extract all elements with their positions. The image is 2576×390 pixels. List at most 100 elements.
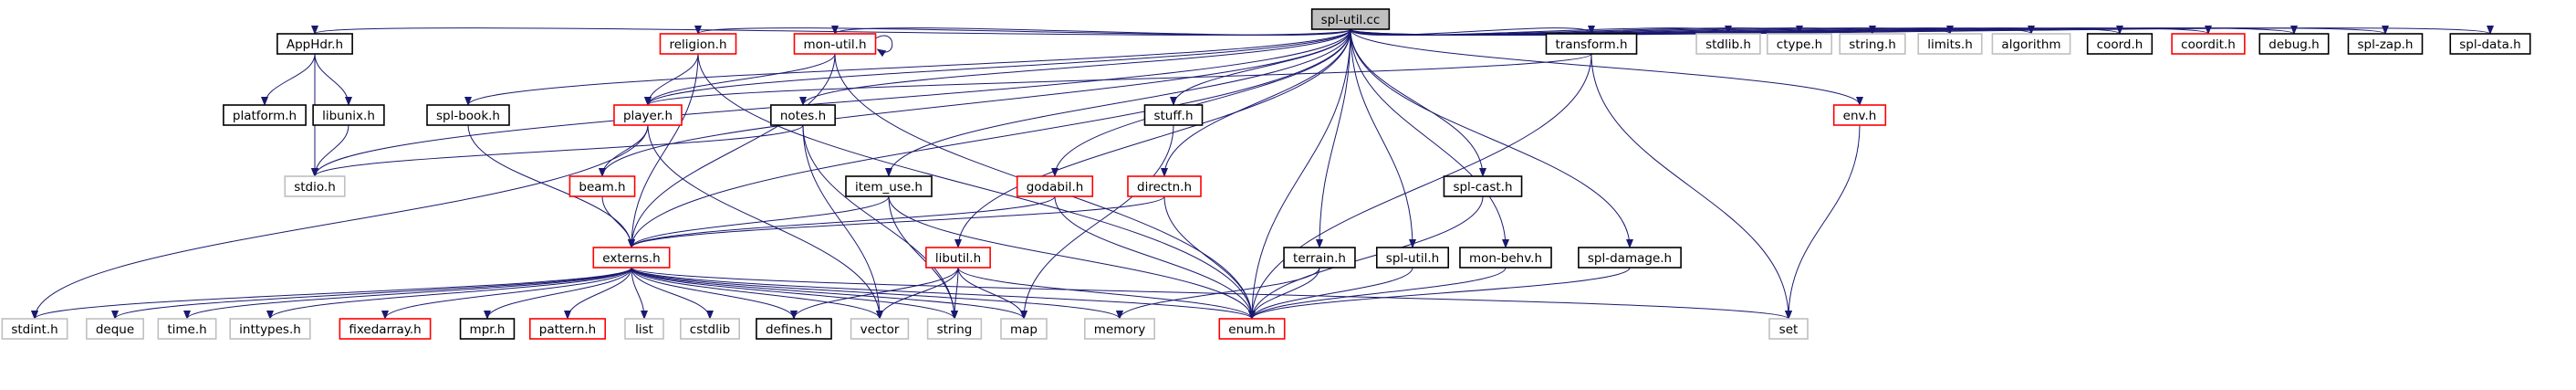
node-label: string.h xyxy=(1849,37,1896,52)
node-itemuse[interactable]: item_use.h xyxy=(845,175,933,197)
node-godabil[interactable]: godabil.h xyxy=(1016,175,1094,197)
node-directn[interactable]: directn.h xyxy=(1127,175,1202,197)
node-externs[interactable]: externs.h xyxy=(592,247,671,269)
node-memory[interactable]: memory xyxy=(1083,318,1156,340)
node-inttypes[interactable]: inttypes.h xyxy=(229,318,311,340)
node-set[interactable]: set xyxy=(1768,318,1809,340)
node-enum[interactable]: enum.h xyxy=(1218,318,1286,340)
node-label: notes.h xyxy=(780,109,826,123)
node-splbook[interactable]: spl-book.h xyxy=(426,104,510,126)
node-box xyxy=(1218,318,1286,340)
node-label: religion.h xyxy=(669,37,726,52)
node-deque[interactable]: deque xyxy=(86,318,144,340)
edge-transform-to-enum xyxy=(1248,53,1592,320)
node-label: godabil.h xyxy=(1027,180,1084,195)
node-limits[interactable]: limits.h xyxy=(1917,33,1983,55)
node-stdlib[interactable]: stdlib.h xyxy=(1695,33,1761,55)
node-list[interactable]: list xyxy=(624,318,664,340)
node-label: spl-damage.h xyxy=(1588,251,1672,266)
edge-externs-to-vector xyxy=(631,267,883,320)
node-string[interactable]: string xyxy=(926,318,983,340)
node-label: enum.h xyxy=(1228,322,1275,337)
node-fixedarray[interactable]: fixedarray.h xyxy=(339,318,432,340)
edge-monutil-to-externs xyxy=(628,53,836,248)
node-label: libunix.h xyxy=(322,109,375,123)
node-label: set xyxy=(1779,322,1799,337)
node-monbehv[interactable]: mon-behv.h xyxy=(1459,247,1552,269)
node-label: mon-behv.h xyxy=(1469,251,1542,266)
node-cstdlib[interactable]: cstdlib xyxy=(680,318,740,340)
edge-notes-to-stdio xyxy=(311,124,804,177)
node-splzap[interactable]: spl-zap.h xyxy=(2347,33,2424,55)
node-spldamage[interactable]: spl-damage.h xyxy=(1578,247,1682,269)
edge-root-to-monutil xyxy=(831,25,1351,36)
edges-layer xyxy=(31,25,2494,320)
node-box xyxy=(157,318,217,340)
node-box xyxy=(312,104,385,126)
node-box xyxy=(1768,318,1809,340)
edge-root-to-beam xyxy=(599,28,1351,177)
node-label: spl-util.cc xyxy=(1321,13,1381,27)
node-box xyxy=(229,318,311,340)
node-box xyxy=(1991,33,2071,55)
node-transform[interactable]: transform.h xyxy=(1545,33,1638,55)
node-splutil[interactable]: spl-util.h xyxy=(1375,247,1450,269)
node-box xyxy=(1143,104,1204,126)
node-coordit[interactable]: coordit.h xyxy=(2171,33,2246,55)
node-beam[interactable]: beam.h xyxy=(568,175,636,197)
node-box xyxy=(680,318,740,340)
node-box xyxy=(2258,33,2330,55)
node-box xyxy=(1839,33,1906,55)
node-label: spl-cast.h xyxy=(1453,180,1512,195)
node-algorithm[interactable]: algorithm xyxy=(1991,33,2071,55)
node-label: spl-book.h xyxy=(436,109,500,123)
node-box xyxy=(2347,33,2424,55)
edge-externs-to-stdint xyxy=(31,267,632,320)
node-stdio[interactable]: stdio.h xyxy=(284,175,346,197)
node-root[interactable]: spl-util.cc xyxy=(1310,8,1391,30)
node-spldata[interactable]: spl-data.h xyxy=(2449,33,2531,55)
node-label: item_use.h xyxy=(855,180,923,195)
node-apphdr[interactable]: AppHdr.h xyxy=(276,33,353,55)
node-platform[interactable]: platform.h xyxy=(223,104,307,126)
node-env[interactable]: env.h xyxy=(1832,104,1887,126)
node-label: player.h xyxy=(623,109,673,123)
node-label: map xyxy=(1010,322,1038,337)
node-ctype[interactable]: ctype.h xyxy=(1766,33,1833,55)
node-stuff[interactable]: stuff.h xyxy=(1143,104,1204,126)
edge-externs-to-cstdlib xyxy=(631,267,714,320)
node-pattern[interactable]: pattern.h xyxy=(528,318,607,340)
node-coord[interactable]: coord.h xyxy=(2086,33,2154,55)
edge-root-to-transform xyxy=(1350,25,1595,36)
node-stdint[interactable]: stdint.h xyxy=(1,318,68,340)
node-box xyxy=(1,318,68,340)
node-libunix[interactable]: libunix.h xyxy=(312,104,385,126)
node-string-h[interactable]: string.h xyxy=(1839,33,1906,55)
node-religion[interactable]: religion.h xyxy=(659,33,737,55)
edge-religion-to-enum xyxy=(697,53,1256,320)
edge-env-to-set xyxy=(1785,124,1861,320)
node-mpr[interactable]: mpr.h xyxy=(459,318,516,340)
node-box xyxy=(659,33,737,55)
edge-itemuse-to-string xyxy=(888,195,958,320)
node-defines[interactable]: defines.h xyxy=(756,318,832,340)
node-notes[interactable]: notes.h xyxy=(770,104,836,126)
edge-root-to-player xyxy=(644,28,1351,106)
edge-root-to-monbehv xyxy=(1350,28,1509,248)
node-terrain[interactable]: terrain.h xyxy=(1283,247,1356,269)
node-map[interactable]: map xyxy=(1000,318,1048,340)
edge-player-to-beam xyxy=(599,124,649,177)
node-monutil[interactable]: mon-util.h xyxy=(793,33,877,55)
node-box xyxy=(339,318,432,340)
edge-externs-to-map xyxy=(631,267,1027,320)
node-libutil[interactable]: libutil.h xyxy=(925,247,991,269)
edge-root-to-itemuse xyxy=(885,28,1351,177)
node-splcast[interactable]: spl-cast.h xyxy=(1443,175,1523,197)
node-debug[interactable]: debug.h xyxy=(2258,33,2330,55)
edge-libutil-to-defines xyxy=(790,267,959,320)
node-time[interactable]: time.h xyxy=(157,318,217,340)
edge-externs-to-fixedarray xyxy=(381,267,632,320)
node-player[interactable]: player.h xyxy=(613,104,683,126)
node-vector[interactable]: vector xyxy=(850,318,910,340)
